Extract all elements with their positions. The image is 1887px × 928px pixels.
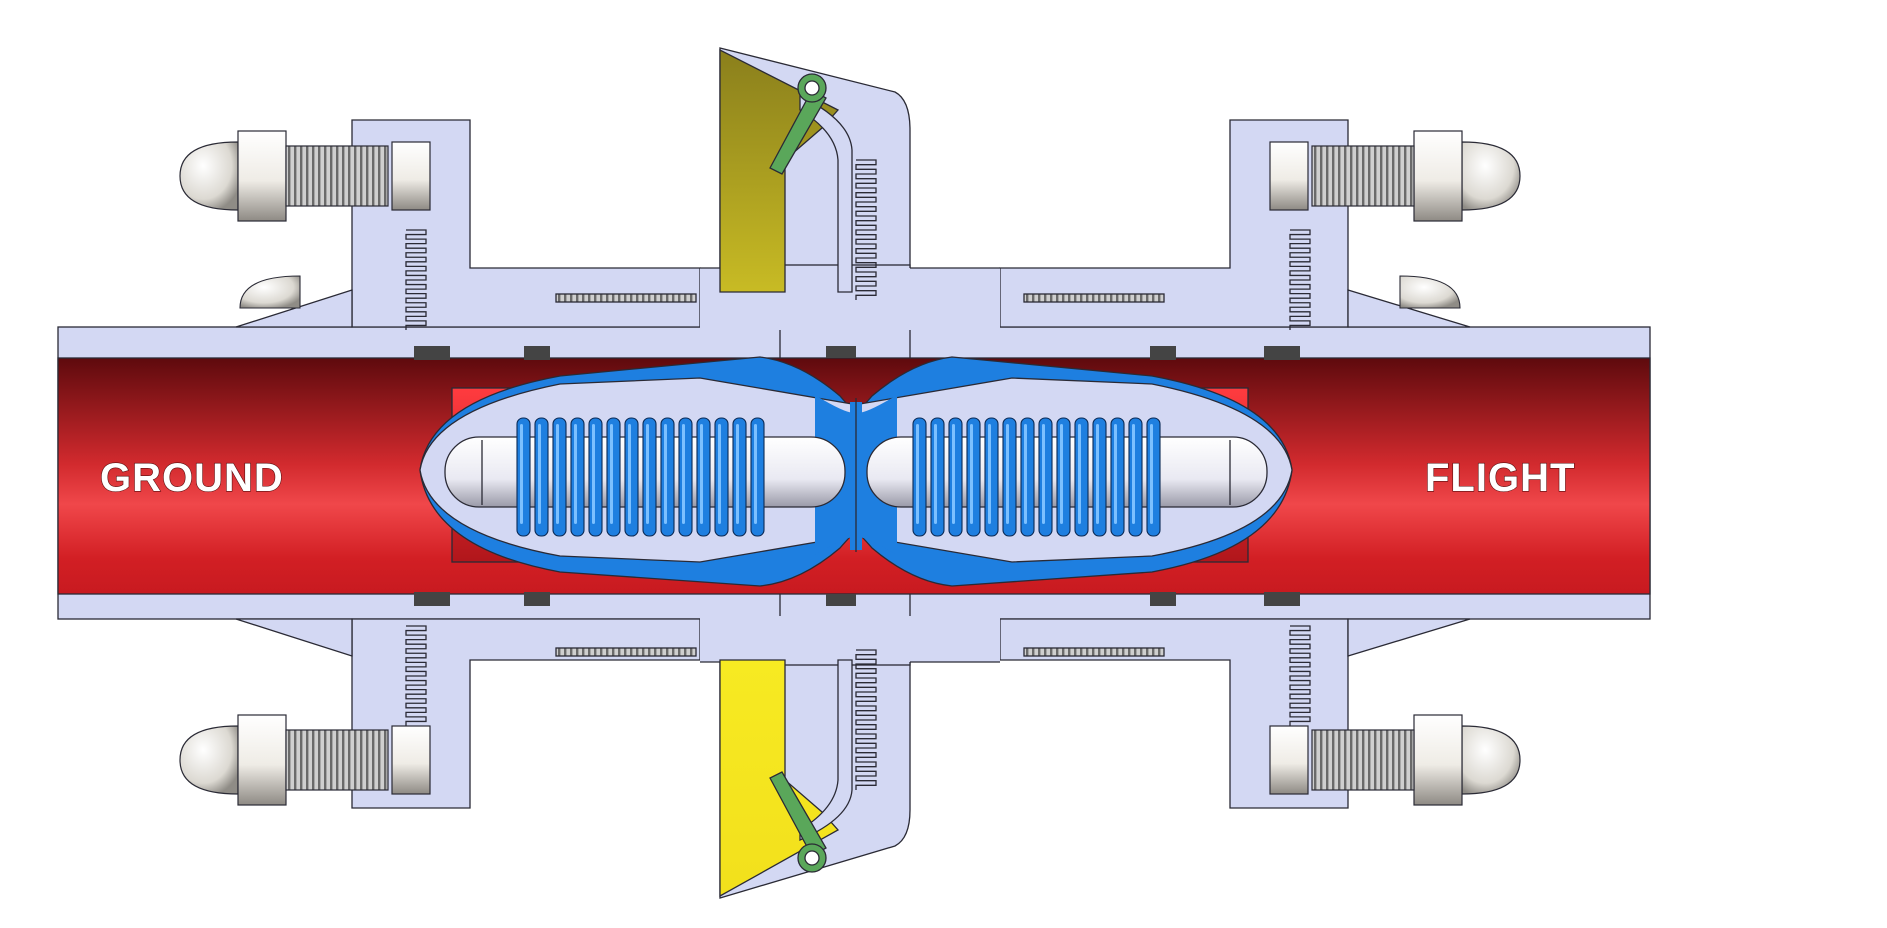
spring-right (912, 417, 1161, 537)
bolt-left-bottom (179, 714, 431, 806)
spring-left (516, 417, 765, 537)
flange-bolts (179, 130, 1521, 806)
compression-springs (516, 417, 1161, 537)
bolt-right-top (1269, 130, 1521, 222)
latch-arm-top (769, 73, 827, 175)
gaskets (414, 293, 1300, 657)
bellows-left-bottom (405, 625, 427, 726)
label-ground: GROUND (100, 456, 284, 500)
label-flight: FLIGHT (1425, 456, 1575, 500)
dome-cap-left-mid-top (239, 275, 301, 309)
bellows-right-bottom (1289, 625, 1311, 726)
dome-cap-right-mid-top (1399, 275, 1461, 309)
bolt-right-bottom (1269, 714, 1521, 806)
bolt-left-top (179, 130, 431, 222)
latch-arm-bottom (769, 771, 827, 873)
bellows-center-top (855, 159, 877, 300)
bellows-right-top (1289, 229, 1311, 330)
bellows-center-bottom (855, 649, 877, 790)
bellows-left-top (405, 229, 427, 330)
bellows-seals (405, 159, 1311, 790)
